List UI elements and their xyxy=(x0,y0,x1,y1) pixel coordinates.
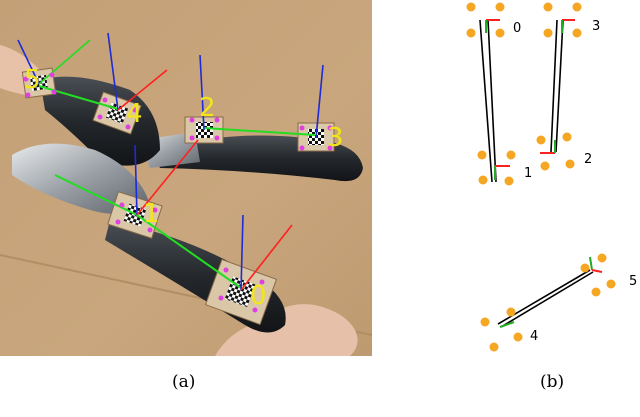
schematic-label-2: 2 xyxy=(584,152,592,167)
schematic-dots xyxy=(466,2,616,352)
photo-marker-label-4: 4 xyxy=(126,99,143,129)
pose-axes-5 xyxy=(17,39,91,85)
pose-axes-2 xyxy=(199,54,205,131)
schematic-label-5: 5 xyxy=(629,274,637,289)
pose-axes-4 xyxy=(107,32,168,111)
schematic-axes xyxy=(485,19,603,328)
photo-marker-label-0: 0 xyxy=(250,281,267,311)
caption-panel-b: (b) xyxy=(540,372,565,392)
photo-marker-label-3: 3 xyxy=(327,123,344,153)
pose-axes-0 xyxy=(240,214,293,291)
photo-marker-label-1: 1 xyxy=(143,199,160,229)
link-lines-photo xyxy=(38,85,316,289)
lower-jaw xyxy=(12,143,150,214)
schematic-links xyxy=(479,19,594,328)
corner-dots-photo xyxy=(23,72,333,313)
schematic-label-1: 1 xyxy=(524,166,532,181)
photo-marker-label-2: 2 xyxy=(199,93,216,123)
pose-axes-1 xyxy=(134,139,199,216)
photo-marker-label-5: 5 xyxy=(24,65,41,95)
schematic-label-3: 3 xyxy=(592,19,600,34)
panel-b-schematic: 0 3 1 2 5 4 xyxy=(466,2,637,352)
pose-axes-3 xyxy=(315,64,324,139)
panel-a-photo: 5 4 2 3 1 0 xyxy=(0,0,373,356)
schematic-marker-labels: 0 3 1 2 5 4 xyxy=(513,19,637,344)
photo-marker-labels: 5 4 2 3 1 0 xyxy=(24,65,344,311)
schematic-label-4: 4 xyxy=(530,329,538,344)
hand-bottom-right xyxy=(215,304,358,356)
schematic-label-0: 0 xyxy=(513,21,521,36)
caption-panel-a: (a) xyxy=(172,372,196,392)
